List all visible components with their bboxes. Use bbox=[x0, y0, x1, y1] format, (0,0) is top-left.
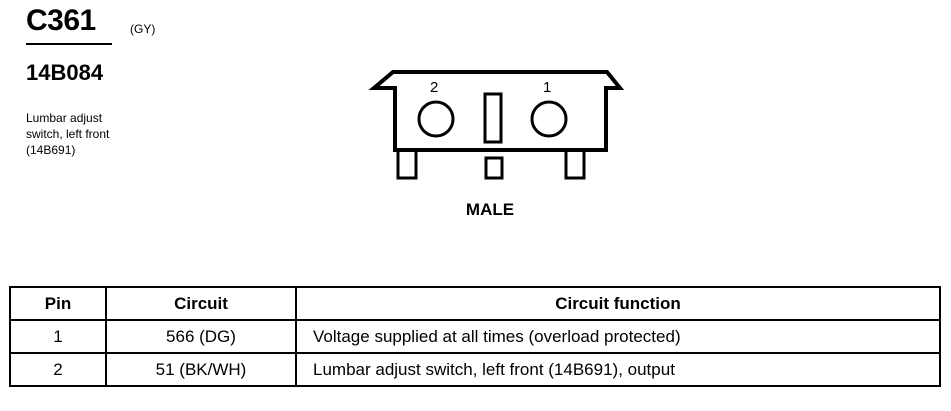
pin-cavity-1 bbox=[530, 100, 568, 138]
connector-id: C361 bbox=[26, 4, 96, 37]
header-pin: Pin bbox=[9, 286, 107, 321]
connector-tab-right bbox=[564, 148, 586, 180]
connector-color: (GY) bbox=[130, 22, 156, 36]
table-row: 2 51 (BK/WH) Lumbar adjust switch, left … bbox=[9, 352, 941, 387]
pin-label-2: 2 bbox=[430, 79, 438, 96]
table-row: 1 566 (DG) Voltage supplied at all times… bbox=[9, 319, 941, 354]
connector-face-diagram: 2 1 bbox=[368, 70, 625, 180]
component-description: Lumbar adjust switch, left front (14B691… bbox=[26, 111, 110, 157]
connector-tab-left bbox=[396, 148, 418, 180]
cell-circuit-function: Lumbar adjust switch, left front (14B691… bbox=[295, 352, 941, 387]
connector-tab-center bbox=[484, 156, 504, 180]
table-header-row: Pin Circuit Circuit function bbox=[9, 286, 941, 321]
part-number: 14B084 bbox=[26, 60, 104, 85]
cell-circuit: 566 (DG) bbox=[105, 319, 297, 354]
connector-gender-label: MALE bbox=[465, 200, 515, 219]
pin-label-1: 1 bbox=[543, 79, 551, 96]
title-underline bbox=[26, 43, 112, 45]
header-circuit: Circuit bbox=[105, 286, 297, 321]
connector-body-outline bbox=[368, 70, 625, 152]
pin-cavity-2 bbox=[417, 100, 455, 138]
connector-key bbox=[483, 92, 503, 144]
cell-pin: 2 bbox=[9, 352, 107, 387]
header-circuit-function: Circuit function bbox=[295, 286, 941, 321]
pin-circuit-table: Pin Circuit Circuit function 1 566 (DG) … bbox=[9, 286, 941, 387]
cell-circuit: 51 (BK/WH) bbox=[105, 352, 297, 387]
cell-pin: 1 bbox=[9, 319, 107, 354]
cell-circuit-function: Voltage supplied at all times (overload … bbox=[295, 319, 941, 354]
